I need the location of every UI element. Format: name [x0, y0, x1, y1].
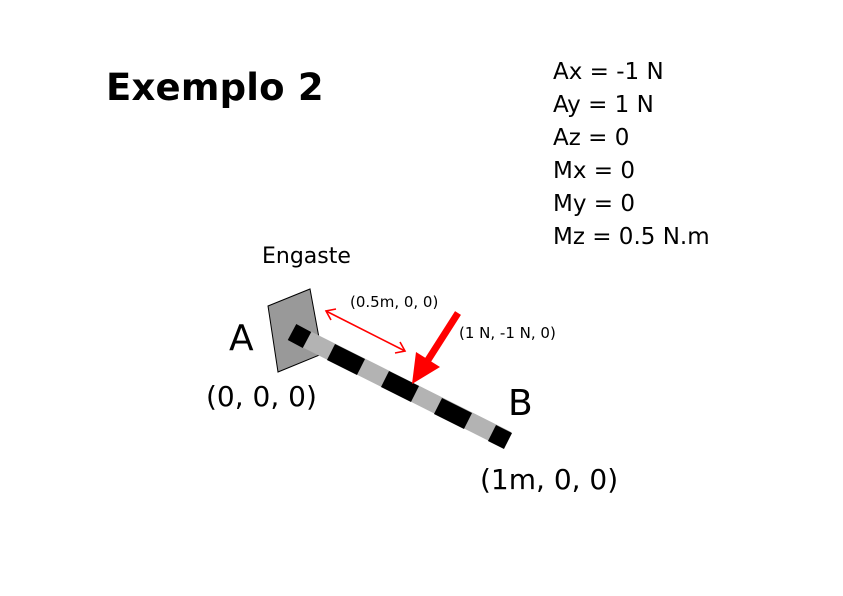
distance-label: (0.5m, 0, 0) — [350, 293, 439, 311]
point-b-coordinate: (1m, 0, 0) — [480, 463, 619, 496]
force-arrow — [412, 311, 461, 384]
support-label: Engaste — [262, 244, 351, 269]
beam-segment — [433, 397, 473, 430]
moment-my: My = 0 — [553, 191, 635, 217]
moment-mz: Mz = 0.5 N.m — [553, 224, 710, 250]
point-b-label: B — [508, 383, 533, 424]
beam-segment — [326, 343, 366, 376]
reaction-az: Az = 0 — [553, 125, 630, 151]
beam-segment — [380, 370, 420, 403]
reaction-ax: Ax = -1 N — [553, 59, 664, 85]
force-label: (1 N, -1 N, 0) — [459, 324, 556, 342]
beam-dark-segments — [287, 324, 513, 450]
point-a-coordinate: (0, 0, 0) — [206, 380, 317, 413]
page-title: Exemplo 2 — [106, 66, 324, 109]
reaction-ay: Ay = 1 N — [553, 92, 654, 118]
beam-segment — [287, 324, 312, 348]
point-a-label: A — [229, 318, 254, 359]
beam-segment — [487, 424, 513, 450]
moment-mx: Mx = 0 — [553, 158, 635, 184]
reactions-list: Ax = -1 N Ay = 1 N Az = 0 Mx = 0 My = 0 … — [553, 56, 710, 254]
distance-arrow — [324, 308, 407, 354]
